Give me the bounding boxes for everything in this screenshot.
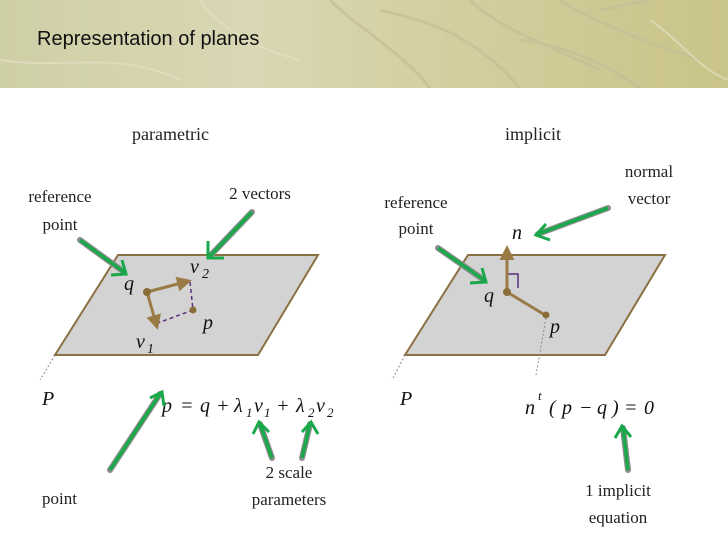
- point-label: point: [42, 489, 77, 508]
- arrow-implicit-equation: [613, 423, 633, 473]
- slide-title: Representation of planes: [37, 28, 260, 50]
- ieq-n: n: [525, 397, 535, 419]
- peq-equals: =: [180, 395, 194, 417]
- arrow-point: [107, 389, 166, 473]
- right-p-pointer: [535, 317, 547, 376]
- normal-label-line2: vector: [628, 189, 671, 208]
- left-point-p-label: p: [201, 312, 213, 334]
- left-plane-label: P: [41, 388, 54, 410]
- ieq-t: t: [538, 388, 542, 403]
- peq-plus-1: +: [216, 395, 230, 417]
- arrow-scale-1: [251, 419, 275, 461]
- right-point-n-label: n: [512, 222, 522, 244]
- left-point-p-dot: [189, 306, 197, 314]
- scale-label-line1: 2 scale: [266, 463, 313, 482]
- left-reference-label-line1: reference: [28, 187, 91, 206]
- left-reference-label-line2: point: [43, 215, 78, 234]
- implicit-heading: implicit: [505, 124, 561, 144]
- arrow-scale-2: [299, 419, 320, 461]
- peq-lambda-1-sub: 1: [246, 405, 253, 420]
- left-plane-pointer: [39, 354, 56, 381]
- left-dashed-edge-1: [189, 281, 194, 311]
- peq-lambda-2: λ: [295, 395, 305, 417]
- normal-label-line1: normal: [625, 162, 673, 181]
- peq-v-2-sub: 2: [327, 405, 334, 420]
- right-point-p-dot: [542, 311, 550, 319]
- ieq-close: ): [611, 397, 619, 419]
- pointer-arrows: [77, 205, 633, 473]
- ieq-minus: −: [579, 397, 593, 419]
- arrow-right-reference: [435, 245, 488, 285]
- right-plane-label: P: [399, 388, 412, 410]
- scale-label-line2: parameters: [252, 490, 327, 509]
- vector-v1: [145, 291, 161, 330]
- arrow-normal-vector: [533, 205, 611, 242]
- right-p-vector: [506, 290, 546, 317]
- implicit-equation: n t ( p − q ) = 0: [525, 388, 654, 419]
- v2-label: v: [190, 256, 199, 278]
- implicit-label-line2: equation: [589, 508, 648, 527]
- right-point-q-label: q: [484, 285, 494, 307]
- arrow-left-reference: [77, 237, 128, 277]
- right-reference-label-line1: reference: [384, 193, 447, 212]
- ieq-equals: =: [624, 397, 638, 419]
- vector-v2: [146, 276, 192, 294]
- peq-v-2: v: [316, 395, 325, 417]
- right-reference-label-line2: point: [399, 219, 434, 238]
- peq-v-1: v: [254, 395, 263, 417]
- ieq-q: q: [597, 397, 607, 419]
- right-plane: [403, 254, 667, 356]
- implicit-label-line1: 1 implicit: [585, 481, 651, 500]
- left-point-q-dot: [143, 288, 151, 296]
- header-banner: Representation of planes: [0, 0, 728, 88]
- parametric-equation: p = q + λ 1 v 1 + λ 2 v 2: [160, 395, 334, 420]
- right-angle-mark: [507, 273, 519, 288]
- ieq-zero: 0: [644, 397, 654, 419]
- two-vectors-label: 2 vectors: [229, 184, 291, 203]
- peq-v-1-sub: 1: [264, 405, 271, 420]
- arrow-two-vectors: [206, 209, 255, 260]
- v2-subscript: 2: [202, 267, 209, 282]
- right-point-q-dot: [503, 288, 511, 296]
- v1-subscript: 1: [147, 342, 154, 357]
- peq-q: q: [200, 395, 210, 417]
- peq-lambda-1: λ: [233, 395, 243, 417]
- right-plane-pointer: [391, 354, 406, 381]
- peq-lambda-2-sub: 2: [308, 405, 315, 420]
- parametric-heading: parametric: [132, 124, 209, 144]
- ieq-p: p: [560, 397, 572, 419]
- peq-plus-2: +: [276, 395, 290, 417]
- header-texture: [0, 0, 728, 88]
- left-plane: [53, 254, 320, 356]
- right-point-p-label: p: [548, 316, 560, 338]
- left-point-q-label: q: [124, 273, 134, 295]
- ieq-open: (: [549, 397, 557, 419]
- v1-label: v: [136, 331, 145, 353]
